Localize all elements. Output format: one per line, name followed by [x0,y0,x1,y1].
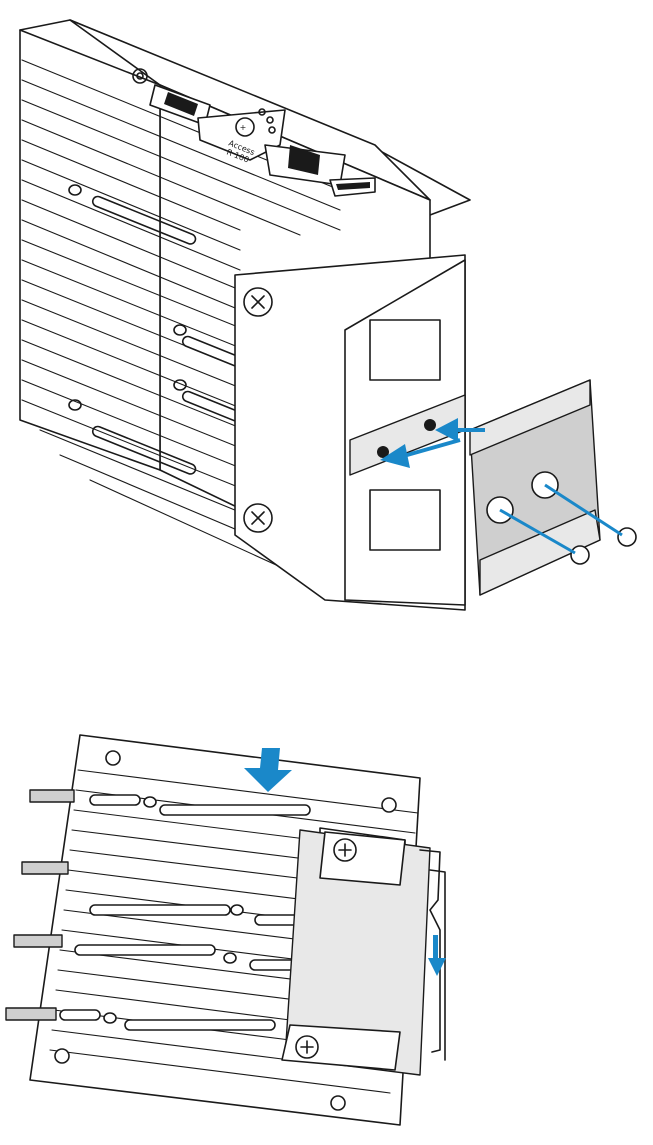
corner-screw-icon [106,751,120,765]
slide-down-arrow [433,935,438,960]
loose-screw-icon [618,528,636,546]
svg-text:+: + [240,123,247,132]
bottom-panel-device-on-rail [6,735,446,1125]
plate-cutout-lower [370,490,440,550]
corner-screw-icon [331,1096,345,1110]
bracket-top-tab [320,832,405,885]
slide-down-arrow-head [428,958,446,976]
corner-screw-icon [382,798,396,812]
antenna-connector-icon [22,862,68,874]
corner-screw-icon [55,1049,69,1063]
plate-cutout-upper [370,320,440,380]
antenna-connector-icon [6,1008,56,1020]
screw-hole-icon [424,419,436,431]
antenna-connector-icon [30,790,74,802]
top-panel-device-with-bracket: + Access R 100 [20,20,636,610]
device-side-face [20,30,160,470]
loose-screw-icon [571,546,589,564]
antenna-connector-icon [14,935,62,947]
